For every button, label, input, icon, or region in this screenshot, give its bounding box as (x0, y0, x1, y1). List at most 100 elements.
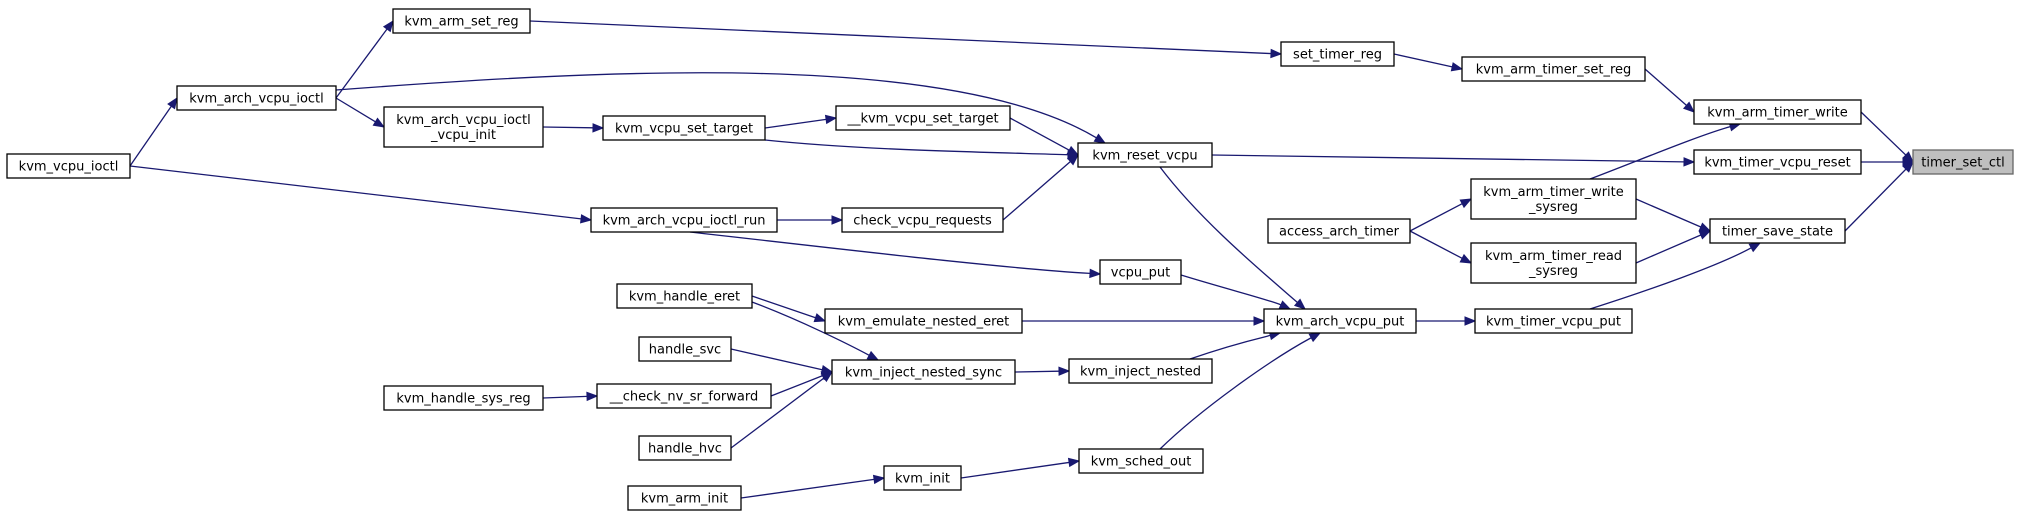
node-box (841, 207, 1004, 233)
node-set_timer_reg[interactable]: set_timer_reg (1280, 41, 1395, 67)
arrowhead (1450, 62, 1464, 72)
node-check_vcpu_requests[interactable]: check_vcpu_requests (841, 207, 1004, 233)
edge-kvm_timer_vcpu_reset-to-timer_set_ctl (1861, 157, 1915, 167)
edge-line (529, 20, 1272, 55)
node-timer_save_state[interactable]: timer_save_state (1709, 218, 1846, 244)
edge-line (129, 165, 582, 220)
arrowhead (382, 19, 394, 33)
node-label: handle_hvc (648, 442, 722, 457)
node-kvm_arm_set_reg[interactable]: kvm_arm_set_reg (392, 8, 531, 34)
node-kvm_vcpu_ioctl[interactable]: kvm_vcpu_ioctl (6, 153, 131, 179)
edge-line (1014, 370, 1060, 373)
arrowhead (866, 350, 880, 361)
node-kvm_emulate_nested_eret[interactable]: kvm_emulate_nested_eret (824, 308, 1023, 334)
node-label: access_arch_timer (1279, 225, 1400, 240)
edge-kvm_inject_nested-to-kvm_arch_vcpu_put (1189, 330, 1282, 360)
node-kvm_reset_vcpu[interactable]: kvm_reset_vcpu (1077, 142, 1213, 168)
edge-line (1159, 337, 1312, 450)
node-box (176, 85, 337, 111)
arrowhead (820, 371, 834, 383)
edge-kvm_arm_init-to-kvm_init (740, 474, 886, 499)
node-kvm_sched_out[interactable]: kvm_sched_out (1078, 448, 1204, 474)
node-kvm_arch_vcpu_put[interactable]: kvm_arch_vcpu_put (1263, 308, 1417, 334)
node-box (831, 359, 1016, 385)
edge-line (1644, 68, 1687, 106)
node-kvm_init[interactable]: kvm_init (883, 465, 962, 491)
node-box (1078, 448, 1204, 474)
node-timer_set_ctl[interactable]: timer_set_ctl (1912, 149, 2014, 175)
node-label: __kvm_vcpu_set_target (846, 112, 998, 127)
edge-line (335, 72, 1097, 139)
node-label: kvm_sched_out (1091, 455, 1192, 470)
arrowhead (586, 391, 599, 402)
node-kvm_arm_timer_read_sysreg[interactable]: kvm_arm_timer_read_sysreg (1470, 242, 1637, 284)
edge-line (751, 295, 816, 319)
node-kvm_arm_init[interactable]: kvm_arm_init (627, 485, 742, 511)
arrowhead (1278, 300, 1292, 310)
node-box (1267, 218, 1411, 244)
node-box (1470, 178, 1637, 220)
arrowhead (1902, 161, 1914, 173)
edge-line (335, 28, 388, 99)
node-label: handle_svc (649, 343, 721, 358)
arrowhead (580, 214, 593, 224)
edge-line (1211, 154, 1685, 163)
arrowhead (592, 123, 605, 133)
edge-kvm_arm_set_reg-to-set_timer_reg (529, 20, 1283, 59)
edge-access_arch_timer-to-kvm_arm_timer_write_sysreg (1409, 198, 1473, 232)
node-kvm_inject_nested[interactable]: kvm_inject_nested (1068, 358, 1213, 384)
edge-kvm_handle_eret-to-kvm_emulate_nested_eret (751, 295, 827, 323)
edge-set_timer_reg-to-kvm_arm_timer_set_reg (1393, 53, 1464, 72)
edge-line (740, 478, 875, 499)
node-__kvm_vcpu_set_target[interactable]: __kvm_vcpu_set_target (835, 105, 1011, 131)
node-label: kvm_vcpu_ioctl (19, 160, 119, 175)
node-label: kvm_arm_init (641, 492, 728, 507)
arrowhead (1682, 101, 1696, 113)
node-label: kvm_arch_vcpu_ioctl (396, 113, 531, 128)
node-kvm_arch_vcpu_ioctl_vcpu_init[interactable]: kvm_arch_vcpu_ioctl_vcpu_init (383, 106, 544, 148)
edge-kvm_vcpu_set_target-to-__kvm_vcpu_set_target (764, 114, 838, 129)
edge-kvm_handle_sys_reg-to-__check_nv_sr_forward (542, 391, 599, 402)
node-kvm_arm_timer_write_sysreg[interactable]: kvm_arm_timer_write_sysreg (1470, 178, 1637, 220)
arrowhead (1067, 457, 1081, 468)
arrowhead (1058, 366, 1071, 376)
node-kvm_inject_nested_sync[interactable]: kvm_inject_nested_sync (831, 359, 1016, 385)
node-kvm_vcpu_set_target[interactable]: kvm_vcpu_set_target (602, 115, 766, 141)
node-label: kvm_arm_timer_write (1483, 185, 1624, 200)
node-box (1709, 218, 1846, 244)
node-kvm_arm_timer_write[interactable]: kvm_arm_timer_write (1693, 99, 1862, 125)
edge-line (1180, 274, 1282, 306)
node-kvm_handle_sys_reg[interactable]: kvm_handle_sys_reg (383, 385, 544, 411)
edge-line (1589, 247, 1752, 310)
node-access_arch_timer[interactable]: access_arch_timer (1267, 218, 1411, 244)
node-box (383, 106, 544, 148)
node-label: kvm_arch_vcpu_put (1276, 315, 1405, 330)
edge-timer_save_state-to-timer_set_ctl (1844, 161, 1914, 232)
edge-handle_svc-to-kvm_inject_nested_sync (730, 348, 834, 375)
node-label: kvm_arm_timer_read (1485, 249, 1622, 264)
node-kvm_arch_vcpu_ioctl[interactable]: kvm_arch_vcpu_ioctl (176, 85, 337, 111)
node-box (590, 207, 778, 233)
node-vcpu_put[interactable]: vcpu_put (1099, 259, 1182, 285)
edge-line (751, 301, 870, 356)
edge-kvm_timer_vcpu_put-to-timer_save_state (1589, 242, 1762, 310)
edge-line (764, 118, 827, 129)
node-label: _sysreg (1528, 200, 1578, 215)
node-__check_nv_sr_forward[interactable]: __check_nv_sr_forward (596, 383, 772, 409)
arrowhead (872, 474, 886, 485)
node-kvm_handle_eret[interactable]: kvm_handle_eret (616, 283, 753, 309)
edge-line (1589, 126, 1731, 180)
edge-check_vcpu_requests-to-kvm_reset_vcpu (1002, 154, 1080, 221)
node-kvm_timer_vcpu_reset[interactable]: kvm_timer_vcpu_reset (1693, 149, 1862, 175)
edge-line (1393, 53, 1453, 68)
node-box (1280, 41, 1395, 67)
node-handle_hvc[interactable]: handle_hvc (638, 435, 732, 461)
node-kvm_timer_vcpu_put[interactable]: kvm_timer_vcpu_put (1474, 308, 1633, 334)
node-handle_svc[interactable]: handle_svc (638, 336, 732, 362)
node-box (824, 308, 1023, 334)
node-kvm_arm_timer_set_reg[interactable]: kvm_arm_timer_set_reg (1461, 56, 1646, 82)
edge-line (1635, 234, 1702, 264)
arrowhead (1464, 316, 1477, 326)
node-kvm_arch_vcpu_ioctl_run[interactable]: kvm_arch_vcpu_ioctl_run (590, 207, 778, 233)
edge-line (764, 139, 1069, 156)
